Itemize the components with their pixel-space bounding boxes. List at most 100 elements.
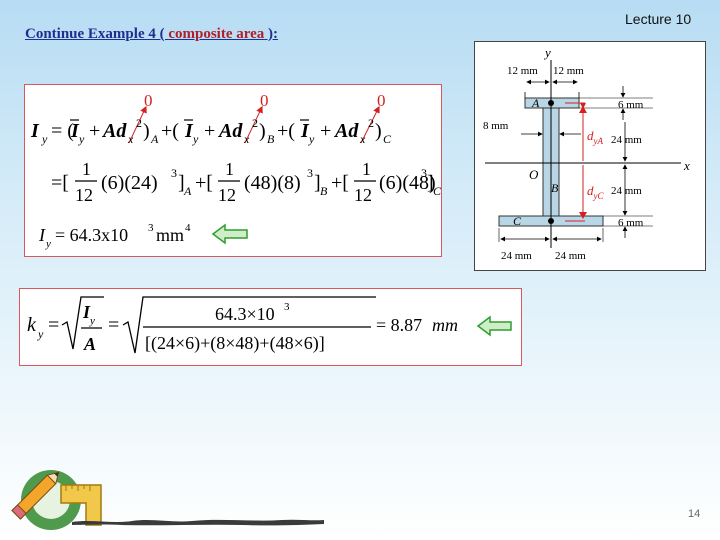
svg-text:A: A [183, 184, 192, 198]
svg-text:y: y [89, 315, 95, 327]
svg-text:2: 2 [368, 116, 374, 130]
dya-label: dyA [587, 128, 603, 146]
dim-upper-half: 24 mm [611, 134, 642, 146]
svg-text:x: x [359, 132, 366, 146]
svg-text:Ad: Ad [101, 120, 127, 142]
svg-text:): ) [143, 120, 150, 142]
svg-text:y: y [308, 132, 315, 146]
svg-text:3: 3 [421, 166, 427, 180]
svg-text:y: y [41, 132, 48, 146]
cross-section-figure: y x O A B C 12 mm 12 mm 6 mm 8 mm 24 mm … [474, 41, 706, 271]
svg-text:mm: mm [432, 315, 458, 335]
svg-text:1: 1 [362, 159, 371, 179]
svg-text:I: I [82, 302, 91, 322]
svg-text:3: 3 [148, 222, 154, 234]
svg-text:+[: +[ [195, 172, 213, 194]
svg-text:(6)(24): (6)(24) [101, 172, 158, 194]
svg-text:B: B [267, 132, 275, 146]
svg-text:B: B [320, 184, 328, 198]
svg-text:]: ] [314, 172, 321, 194]
zero-arrow-a [128, 105, 147, 144]
centroid-c [548, 218, 554, 224]
svg-text:I: I [70, 120, 80, 142]
svg-text:): ) [375, 120, 382, 142]
equation-line-1: I y = ( I y + Ad x 2 ) A +( I y + Ad x 2… [30, 116, 392, 146]
svg-text:+(: +( [277, 120, 295, 142]
svg-text:=: = [108, 314, 119, 336]
label-a: A [531, 96, 540, 110]
svg-text:y: y [37, 327, 44, 341]
dim-web-width: 8 mm [483, 120, 509, 132]
svg-text:(48)(8): (48)(8) [244, 172, 301, 194]
svg-text:C: C [433, 184, 442, 198]
svg-text:x: x [243, 132, 250, 146]
arrow-left-icon [476, 315, 512, 337]
svg-text:1: 1 [82, 159, 91, 179]
zero-mark-a: 0 [144, 91, 153, 110]
svg-text:4: 4 [185, 222, 191, 234]
dim-lower-half: 24 mm [611, 185, 642, 197]
svg-text:= (: = ( [51, 120, 74, 142]
svg-text:y: y [192, 132, 199, 146]
svg-text:= 64.3x10: = 64.3x10 [55, 225, 128, 245]
svg-text:x: x [127, 132, 134, 146]
lecture-label: Lecture 10 [625, 11, 692, 27]
svg-text:I: I [30, 120, 40, 142]
zero-mark-b: 0 [260, 91, 269, 110]
zero-arrow-b [244, 105, 263, 144]
dya-arrowhead [579, 106, 587, 113]
label-b: B [551, 181, 559, 195]
pencil-ruler-icon [6, 455, 106, 540]
svg-text:k: k [27, 314, 37, 336]
dim-bottom-right: 24 mm [555, 250, 586, 262]
page-number: 14 [688, 508, 701, 520]
title-highlight: composite area [168, 26, 265, 42]
svg-text:2: 2 [252, 116, 258, 130]
radius-of-gyration-box: k y = I y A = 64.3×10 3 [(24×6)+(8×48)+(… [19, 288, 522, 366]
arrow-left-icon [211, 223, 248, 245]
label-c: C [513, 214, 522, 228]
radius-equation: k y = I y A = 64.3×10 3 [(24×6)+(8×48)+(… [27, 296, 458, 354]
svg-text:]: ] [178, 172, 185, 194]
decorative-scribble [72, 513, 327, 532]
dim-flange-top: 6 mm [618, 99, 644, 111]
svg-text:A: A [150, 132, 159, 146]
zero-mark-c: 0 [377, 91, 386, 110]
svg-text:=: = [48, 314, 59, 336]
svg-text:12: 12 [218, 185, 236, 205]
svg-text:+: + [320, 120, 331, 142]
svg-text:64.3×10: 64.3×10 [215, 304, 275, 324]
svg-text:1: 1 [225, 159, 234, 179]
zero-arrow-c [360, 105, 380, 144]
svg-text:]: ] [427, 172, 434, 194]
svg-text:Ad: Ad [333, 120, 359, 142]
svg-text:+: + [204, 120, 215, 142]
equation-line-2: =[ 1 12 (6)(24) 3 ] A +[ 1 12 (48)(8) 3 … [51, 159, 442, 205]
svg-text:A: A [83, 334, 96, 354]
slide-title: Continue Example 4 ( composite area ): [25, 26, 279, 42]
svg-text:I: I [184, 120, 194, 142]
svg-text:2: 2 [136, 116, 142, 130]
origin-label: O [529, 167, 539, 182]
dyc-arrowhead [579, 212, 587, 219]
svg-text:[(24×6)+(8×48)+(48×6)]: [(24×6)+(8×48)+(48×6)] [145, 333, 325, 354]
centroid-a [548, 100, 554, 106]
inertia-result: I y = 64.3x10 3 mm 4 [38, 222, 191, 250]
inertia-equation-box: 0 0 0 I y = ( I y + Ad x 2 ) A +( I y + … [24, 84, 442, 257]
dim-bottom-left: 24 mm [501, 250, 532, 262]
dim-top-left: 12 mm [507, 65, 538, 77]
svg-text:I: I [38, 225, 46, 245]
svg-text:+(: +( [161, 120, 179, 142]
svg-text:12: 12 [354, 185, 372, 205]
svg-text:+[: +[ [331, 172, 349, 194]
svg-text:Ad: Ad [217, 120, 243, 142]
inertia-equation-svg: 0 0 0 I y = ( I y + Ad x 2 ) A +( I y + … [30, 91, 442, 250]
svg-text:y: y [78, 132, 85, 146]
dim-flange-bottom: 6 mm [618, 217, 644, 229]
svg-text:(6)(48): (6)(48) [379, 172, 436, 194]
svg-text:y: y [45, 238, 51, 250]
y-axis-label: y [543, 45, 551, 60]
svg-text:=[: =[ [51, 172, 69, 194]
svg-text:3: 3 [171, 166, 177, 180]
radius-equation-svg: k y = I y A = 64.3×10 3 [(24×6)+(8×48)+(… [27, 296, 512, 354]
